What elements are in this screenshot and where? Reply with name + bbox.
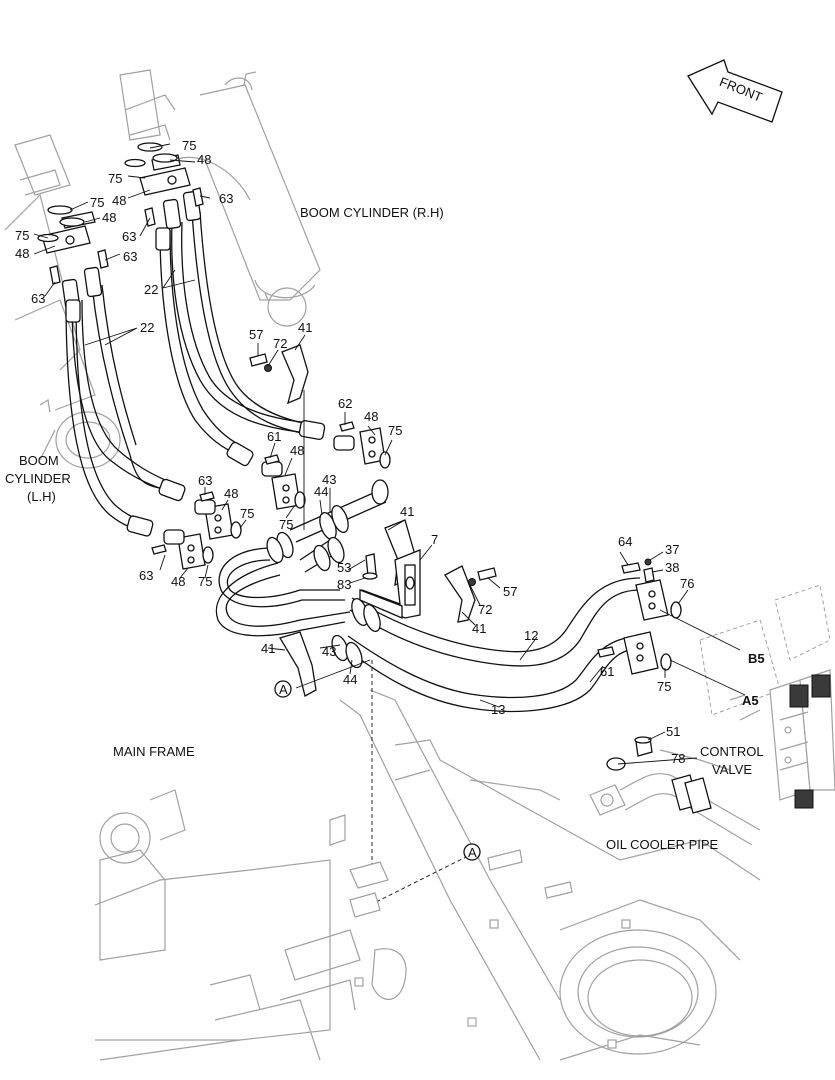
callout-48: 48 [112, 193, 126, 208]
part-number-callouts: 75 48 75 48 63 75 48 75 63 48 63 63 22 2… [15, 138, 694, 766]
ref-a-circle-1 [274, 680, 292, 698]
callout-41: 41 [261, 641, 275, 656]
callout-44: 44 [314, 484, 328, 499]
callout-75: 75 [657, 679, 671, 694]
main-frame-label: MAIN FRAME [113, 744, 195, 759]
callout-78: 78 [671, 751, 685, 766]
callout-72: 72 [478, 602, 492, 617]
port-b5-label: B5 [748, 651, 765, 666]
port-a5-label: A5 [742, 693, 759, 708]
bracket-7 [359, 549, 421, 619]
callout-75: 75 [279, 517, 293, 532]
callout-75: 75 [198, 574, 212, 589]
callout-53: 53 [337, 560, 351, 575]
callout-37: 37 [665, 542, 679, 557]
callout-51: 51 [666, 724, 680, 739]
callout-75: 75 [15, 228, 29, 243]
callout-61: 61 [600, 664, 614, 679]
ref-a-circle-2 [463, 843, 481, 861]
callout-75: 75 [108, 171, 122, 186]
callout-41: 41 [472, 621, 486, 636]
callout-48: 48 [15, 246, 29, 261]
callout-48: 48 [224, 486, 238, 501]
callout-63: 63 [139, 568, 153, 583]
callout-43: 43 [322, 472, 336, 487]
cylinder-flange-blocks-top [19, 124, 191, 254]
callout-48: 48 [171, 574, 185, 589]
oil-cooler-pipe-drawing [589, 736, 761, 846]
ref-a-label-2: A [468, 845, 477, 860]
callout-63: 63 [123, 249, 137, 264]
callout-63: 63 [219, 191, 233, 206]
callout-48: 48 [102, 210, 116, 225]
flange-blocks-mid [151, 421, 391, 570]
callout-43: 43 [322, 644, 336, 659]
component-labels: BOOM CYLINDER (R.H) BOOM CYLINDER (L.H) … [5, 205, 765, 852]
callout-57: 57 [249, 327, 263, 342]
callout-44: 44 [343, 672, 357, 687]
boom-cylinder-lh-label-line2: CYLINDER [5, 471, 71, 486]
callout-72: 72 [273, 336, 287, 351]
callout-76: 76 [680, 576, 694, 591]
callout-63: 63 [198, 473, 212, 488]
boom-cylinder-rh-drawing [119, 69, 321, 327]
callout-41: 41 [298, 320, 312, 335]
callout-61: 61 [267, 429, 281, 444]
boom-hoses [65, 211, 319, 529]
main-frame-drawing [94, 689, 761, 1061]
boom-cylinder-rh-label: BOOM CYLINDER (R.H) [300, 205, 444, 220]
pipe-clamps [266, 479, 389, 669]
callout-83: 83 [337, 577, 351, 592]
callout-48: 48 [364, 409, 378, 424]
callout-62: 62 [338, 396, 352, 411]
ref-a-label-1: A [279, 682, 288, 697]
steel-pipes [215, 489, 641, 713]
callout-64: 64 [618, 534, 632, 549]
callout-12: 12 [524, 628, 538, 643]
callout-63: 63 [122, 229, 136, 244]
oil-cooler-pipe-label: OIL COOLER PIPE [606, 837, 719, 852]
bolts-misc [249, 353, 497, 586]
callout-75: 75 [240, 506, 254, 521]
callout-13: 13 [491, 702, 505, 717]
callout-75: 75 [182, 138, 196, 153]
callout-38: 38 [665, 560, 679, 575]
leader-lines [33, 143, 746, 765]
callout-48: 48 [290, 443, 304, 458]
valve-flanges [597, 558, 682, 675]
callout-7: 7 [431, 532, 438, 547]
callout-75: 75 [90, 195, 104, 210]
boom-cylinder-lh-label-line1: BOOM [19, 453, 59, 468]
callout-41: 41 [400, 504, 414, 519]
callout-63: 63 [31, 291, 45, 306]
callout-75: 75 [388, 423, 402, 438]
control-valve-label-line2: VALVE [712, 762, 752, 777]
reference-lines [295, 390, 471, 918]
bolts-63 [49, 187, 204, 285]
boom-cylinder-lh-label-line3: (L.H) [27, 489, 56, 504]
callout-48: 48 [197, 152, 211, 167]
reference-a-markers: A A [274, 680, 481, 861]
callout-22: 22 [140, 320, 154, 335]
front-direction-arrow: FRONT [687, 59, 783, 123]
callout-22: 22 [144, 282, 158, 297]
boom-cylinder-lh-drawing [4, 134, 121, 469]
control-valve-label-line1: CONTROL [700, 744, 764, 759]
clips-41 [279, 344, 476, 697]
callout-57: 57 [503, 584, 517, 599]
control-valve-drawing [699, 584, 835, 809]
